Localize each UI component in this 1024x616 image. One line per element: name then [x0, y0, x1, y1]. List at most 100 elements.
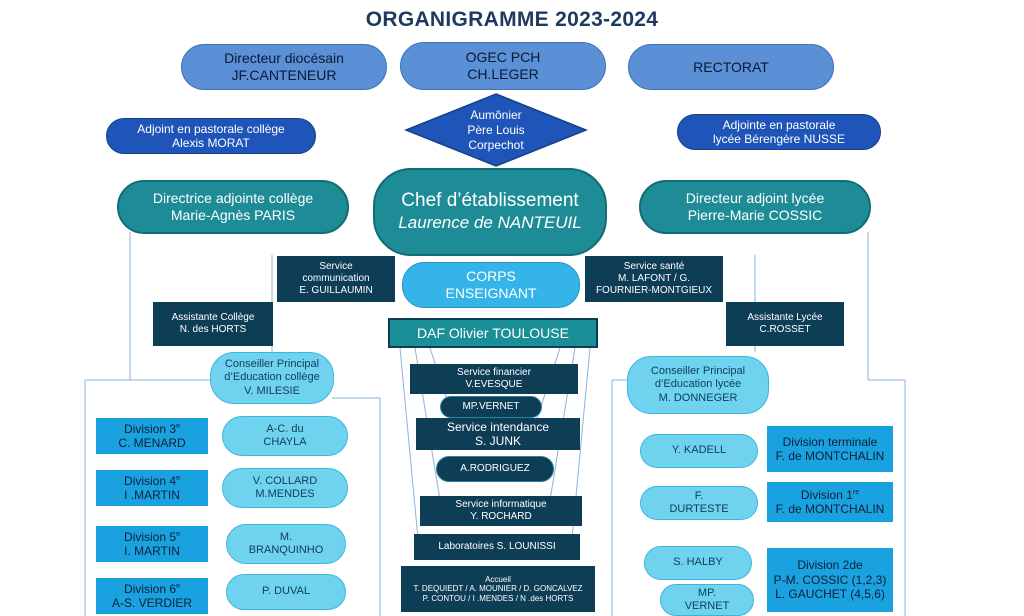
- daf-node: DAF Olivier TOULOUSE: [388, 318, 598, 348]
- division-title: Division 1re: [800, 487, 860, 502]
- communication-node: Service communication E. GUILLAUMIN: [277, 256, 395, 302]
- rodriguez-node: A.RODRIGUEZ: [436, 456, 554, 482]
- labo-label: Laboratoires S. LOUNISSI: [438, 541, 556, 552]
- directeur-lycee-name: Pierre-Marie COSSIC: [687, 207, 823, 223]
- page-title: ORGANIGRAMME 2023-2024: [365, 8, 659, 31]
- division-title: Division terminale: [782, 434, 878, 449]
- rectorat-node: RECTORAT: [628, 44, 834, 90]
- accueil-l3: P. CONTOU / I .MENDES / N .des HORTS: [422, 593, 574, 603]
- division-name: A-S. VERDIER: [111, 596, 192, 610]
- sante-l1: Service santé: [623, 261, 685, 272]
- sante-l3: FOURNIER-MONTGIEUX: [595, 285, 713, 296]
- laboratoires-node: Laboratoires S. LOUNISSI: [414, 534, 580, 560]
- college-assistant-3: A-C. du CHAYLA: [222, 416, 348, 456]
- directrice-college-role: Directrice adjointe collège: [152, 190, 314, 207]
- pastorale-college-node: Adjoint en pastorale collège Alexis MORA…: [106, 118, 316, 154]
- college-division-6: Division 6e A-S. VERDIER: [96, 578, 208, 614]
- division-title: Division 2de: [797, 558, 863, 573]
- cpe-college-l3: V. MILESIE: [244, 384, 300, 397]
- college-division-5: Division 5e I. MARTIN: [96, 526, 208, 562]
- division-title: Division 6e: [124, 581, 180, 596]
- lycee-assistant-2: F. DURTESTE: [640, 486, 758, 520]
- corps-l1: CORPS: [466, 268, 516, 285]
- rodriguez-label: A.RODRIGUEZ: [460, 463, 530, 474]
- cpe-lycee-l1: Conseiller Principal: [650, 365, 746, 378]
- lycee-division-2de: Division 2de P-M. COSSIC (1,2,3) L. GAUC…: [767, 548, 893, 612]
- assistante-college-node: Assistante Collège N. des HORTS: [153, 302, 273, 346]
- accueil-l1: Accueil: [485, 574, 511, 584]
- accueil-l2: T. DEQUIEDT / A. MOUNIER / D. GONCALVEZ: [413, 584, 583, 594]
- diocesan-director-node: Directeur diocésain JF.CANTENEUR: [181, 44, 387, 90]
- pastorale-lycee-node: Adjointe en pastorale lycée Bérengère NU…: [677, 114, 881, 150]
- ogec-name: CH.LEGER: [467, 66, 539, 82]
- financier-l1: Service financier: [457, 367, 531, 378]
- assistante-lycee-node: Assistante Lycée C.ROSSET: [726, 302, 844, 346]
- corps-l2: ENSEIGNANT: [445, 285, 537, 301]
- assistant-l1: S. HALBY: [673, 556, 723, 569]
- division-name: I .MARTIN: [124, 488, 180, 502]
- directrice-college-name: Marie-Agnès PARIS: [170, 207, 296, 223]
- college-assistant-4: V. COLLARD M.MENDES: [222, 468, 348, 508]
- assistant-l1: MP.: [697, 586, 717, 599]
- ogec-role: OGEC PCH: [465, 49, 541, 66]
- intendance-l2: S. JUNK: [474, 434, 521, 448]
- pastorale-college-role: Adjoint en pastorale collège: [137, 121, 285, 136]
- communication-l3: E. GUILLAUMIN: [299, 285, 373, 296]
- cpe-college-l2: d’Education collège: [224, 371, 320, 384]
- assistant-l2: DURTESTE: [669, 503, 729, 515]
- division-title: Division 3e: [124, 421, 180, 436]
- intendance-l1: Service intendance: [446, 419, 550, 434]
- division-name: P-M. COSSIC (1,2,3): [773, 572, 887, 587]
- sante-l2: M. LAFONT / G.: [617, 273, 691, 284]
- diocesan-name: JF.CANTENEUR: [231, 67, 337, 83]
- assistant-l2: CHAYLA: [263, 436, 307, 448]
- assistante-college-l2: N. des HORTS: [179, 324, 247, 335]
- sante-node: Service santé M. LAFONT / G. FOURNIER-MO…: [585, 256, 723, 302]
- informatique-l1: Service informatique: [455, 499, 547, 510]
- mp-vernet-node: MP.VERNET: [440, 396, 542, 418]
- accueil-node: Accueil T. DEQUIEDT / A. MOUNIER / D. GO…: [401, 566, 595, 612]
- assistant-l1: M.: [279, 530, 293, 543]
- college-assistant-5: M. BRANQUINHO: [226, 524, 346, 564]
- communication-l1: Service: [319, 261, 353, 272]
- mp-vernet-label: MP.VERNET: [462, 401, 520, 412]
- cpe-college-node: Conseiller Principal d’Education collège…: [210, 352, 334, 404]
- lycee-assistant-1: Y. KADELL: [640, 434, 758, 468]
- assistant-l2: M.MENDES: [255, 488, 315, 500]
- division-title: Division 5e: [124, 529, 180, 544]
- college-division-4: Division 4e I .MARTIN: [96, 470, 208, 506]
- pastorale-college-name: Alexis MORAT: [172, 136, 250, 150]
- service-informatique-node: Service informatique Y. ROCHARD: [420, 496, 582, 526]
- directrice-college-node: Directrice adjointe collège Marie-Agnès …: [117, 180, 349, 234]
- directeur-lycee-role: Directeur adjoint lycée: [685, 190, 825, 207]
- financier-l2: V.EVESQUE: [465, 379, 523, 390]
- cpe-lycee-l2: d’Education lycée: [654, 378, 742, 391]
- cpe-lycee-l3: M. DONNEGER: [658, 391, 738, 404]
- chef-etablissement-node: Chef d’établissement Laurence de NANTEUI…: [373, 168, 607, 256]
- division-name-2: L. GAUCHET (4,5,6): [775, 587, 885, 602]
- division-name: F. de MONTCHALIN: [775, 502, 885, 516]
- diocesan-role: Directeur diocésain: [224, 50, 344, 67]
- service-financier-node: Service financier V.EVESQUE: [410, 364, 578, 394]
- aumonier-l1: Aumônier: [470, 107, 522, 122]
- ogec-node: OGEC PCH CH.LEGER: [400, 42, 606, 90]
- assistante-college-l1: Assistante Collège: [171, 312, 255, 323]
- chef-role: Chef d’établissement: [401, 190, 579, 212]
- lycee-division-1re: Division 1re F. de MONTCHALIN: [767, 482, 893, 522]
- aumonier-node: Aumônier Père Louis Corpechot: [408, 98, 584, 162]
- cpe-college-l1: Conseiller Principal: [224, 358, 320, 371]
- division-name: I. MARTIN: [124, 544, 180, 558]
- chef-name: Laurence de NANTEUIL: [398, 213, 582, 233]
- corps-enseignant-node: CORPS ENSEIGNANT: [402, 262, 580, 308]
- assistant-l1: P. DUVAL: [262, 585, 310, 598]
- lycee-assistant-4: MP. VERNET: [660, 584, 754, 616]
- directeur-lycee-node: Directeur adjoint lycée Pierre-Marie COS…: [639, 180, 871, 234]
- aumonier-l3: Corpechot: [468, 137, 524, 152]
- lycee-assistant-3: S. HALBY: [644, 546, 752, 580]
- rectorat-label: RECTORAT: [693, 58, 769, 75]
- college-assistant-6: P. DUVAL: [226, 574, 346, 610]
- division-title: Division 4e: [124, 473, 180, 488]
- daf-label: DAF Olivier TOULOUSE: [417, 324, 569, 341]
- pastorale-lycee-name: lycée Bérengère NUSSE: [712, 132, 846, 146]
- assistante-lycee-l1: Assistante Lycée: [747, 312, 823, 323]
